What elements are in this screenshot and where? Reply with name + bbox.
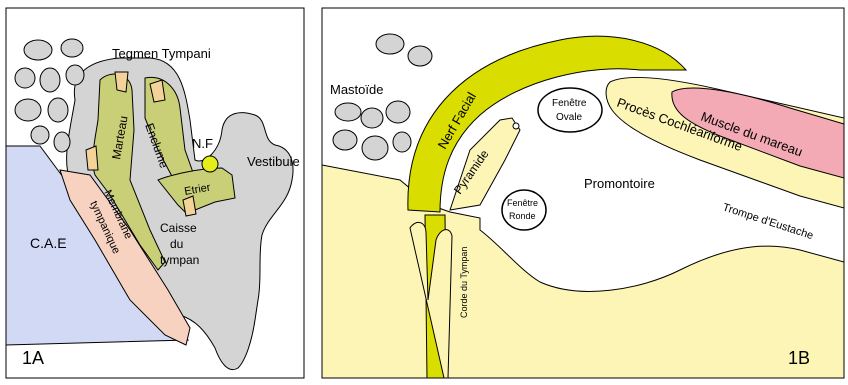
- ligament-piece-1: [115, 72, 128, 92]
- label-panel-1a: 1A: [22, 348, 44, 368]
- label-nf: N.F: [192, 136, 213, 151]
- label-caisse-2: du: [170, 237, 183, 251]
- label-vestibule: Vestibule: [247, 154, 300, 169]
- label-fenetre-ronde-2: Ronde: [509, 211, 536, 221]
- panel-1a: Tegmen Tympani C.A.E N.F Vestibule Caiss…: [6, 8, 304, 378]
- label-panel-1b: 1B: [788, 348, 810, 368]
- label-fenetre-ronde-1: Fenêtre: [507, 198, 538, 208]
- label-cae: C.A.E: [30, 235, 67, 251]
- label-fenetre-ovale-2: Ovale: [556, 112, 583, 123]
- label-mastoide: Mastoïde: [330, 82, 383, 97]
- label-caisse-3: tympan: [160, 253, 199, 267]
- facial-nerve-dot: [202, 156, 218, 172]
- round-window-shape: [502, 190, 546, 230]
- label-caisse-1: Caisse: [160, 221, 197, 235]
- pyramid-tip-icon: [513, 123, 519, 129]
- oval-window-shape: [538, 88, 602, 132]
- label-promontoire: Promontoire: [584, 176, 655, 191]
- ligament-piece-3: [86, 146, 98, 170]
- label-tegmen-tympani: Tegmen Tympani: [112, 46, 211, 61]
- label-fenetre-ovale-1: Fenêtre: [552, 98, 587, 109]
- label-corde-tympan: Corde du Tympan: [459, 247, 469, 318]
- panel-1b: Mastoïde Promontoire 1B Fenêtre Ovale Fe…: [322, 8, 844, 378]
